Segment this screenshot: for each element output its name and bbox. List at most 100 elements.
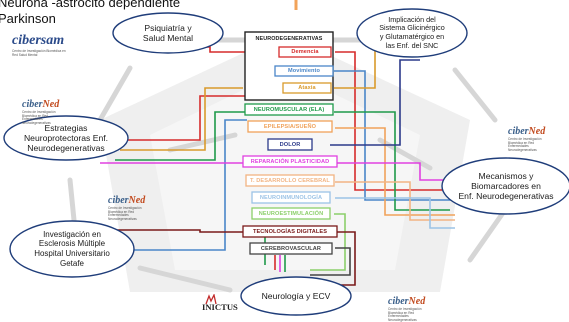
arrow-upper-right	[452, 67, 498, 123]
cibernet-logo-prefix: ciber	[508, 126, 529, 137]
ellipse-psiquiatria	[112, 12, 224, 54]
header-text: Neurona -astrocito dependiente Parkinson	[0, 0, 180, 27]
pill-label-cerebrovascular: CEREBROVASCULAR	[260, 245, 322, 252]
ellipse-line: Neuroprotectoras Enf.	[23, 133, 109, 143]
pill-box-epilepsia	[247, 120, 333, 133]
pill-label-neuromuscular: NEUROMUSCULAR (ELA)	[253, 106, 325, 113]
pill-box-desarrollo	[245, 174, 335, 187]
pill-label-neuroestimulacion: NEUROESTIMULACIÓN	[258, 210, 324, 217]
line-neuromuscular-2	[115, 111, 246, 161]
ellipse-line: Sistema Glicinérgico	[379, 23, 445, 33]
cibernet-logo-sub-line: Centro de Investigación Biomédica en Red	[388, 307, 422, 315]
cibernet-logo-suffix: Ned	[528, 126, 546, 137]
cibernet-logo-sub-line: Neurodegenerativas	[108, 216, 137, 221]
ellipse-neurologia	[240, 276, 352, 316]
pill-label-epilepsia: EPILEPSIA/SUEÑO	[263, 123, 317, 130]
pill-box-cerebrovascular	[249, 242, 333, 255]
ellipse-esclerosis	[9, 220, 135, 278]
ellipse-line: Enf. Neurodegenerativas	[458, 191, 554, 201]
ellipse-estrategias	[3, 115, 129, 161]
cibernet-logo-sub-line: Enfermedades	[388, 314, 409, 319]
cibersam-logo: cibersam	[12, 33, 65, 48]
line-demencia-3	[120, 95, 247, 141]
ellipse-line: Salud Mental	[142, 33, 194, 43]
backdrop-inner-shape	[150, 70, 420, 270]
ellipse-label-neurologia: Neurología y ECV	[244, 286, 348, 306]
ellipse-line: Neurodegenerativas	[27, 143, 105, 153]
arrow-upper-left	[97, 65, 133, 123]
cibernet-logo-prefix: ciber	[388, 296, 409, 307]
line-dolor	[330, 59, 420, 146]
pill-label-reparacion: REPARACIÓN PLASTICIDAD	[250, 158, 330, 165]
line-neuroestimulacion	[310, 213, 346, 271]
cibernet-logo-sub-line: Enfermedades	[22, 117, 43, 122]
cibernet-logo-sub-line: Enfermedades	[508, 144, 529, 149]
line-desarrollo	[335, 181, 455, 221]
cibernet-logo-sub-line: Neurodegenerativas	[508, 147, 537, 152]
line-ataxia-2	[120, 87, 243, 151]
line-tecnologias-2	[100, 229, 245, 233]
arrow-right	[467, 207, 508, 263]
ellipse-line: Mecanismos y	[478, 171, 534, 181]
pill-box-tecnologias	[242, 225, 338, 238]
pill-label-ataxia: Ataxia	[298, 85, 316, 91]
cibernet-logo-prefix: ciber	[22, 99, 43, 110]
header-line-1: Neurona -astrocito dependiente	[0, 0, 181, 10]
ellipse-line: Estrategias	[44, 123, 88, 133]
cibernet-logo-sub-line: Enfermedades	[108, 213, 129, 218]
cibernet-logo-suffix: Ned	[408, 296, 426, 307]
pill-box-reparacion	[242, 155, 338, 168]
ellipse-line: Getafe	[59, 258, 84, 268]
pill-box-demencia	[278, 46, 332, 58]
cibernet-logo-sub-line: Centro de Investigación Biomédica en Red	[22, 110, 56, 118]
inictus-logo: INICTUS	[202, 302, 238, 312]
ellipse-line: Neurología y ECV	[261, 291, 331, 301]
cibernet-logo-sub: Centro de Investigación Biomédica en Red…	[388, 307, 436, 322]
line-demencia-2	[335, 51, 455, 191]
cibernet-logo-name: ciberNed	[388, 297, 425, 307]
line-neuroinmunologia	[335, 197, 455, 229]
pill-box-dolor	[267, 138, 313, 151]
cibernet-logo-name: ciberNed	[508, 127, 545, 137]
ellipse-line: y Glutamatérgico en	[379, 32, 445, 41]
topic-pills	[242, 46, 338, 255]
pill-label-desarrollo: T. DESARROLLO CEREBRAL	[250, 177, 330, 184]
inictus-mark-icon	[205, 294, 217, 305]
pill-label-demencia: Demencia	[291, 49, 319, 55]
line-reparacion-2	[335, 162, 455, 181]
cibernet-logo-suffix: Ned	[128, 195, 146, 206]
ellipse-line: Implicación del	[388, 14, 436, 24]
header-line-2: Parkinson	[0, 11, 56, 26]
ellipse-line: Esclerosis Múltiple	[38, 239, 106, 249]
cibernet-logo-sub-line: Centro de Investigación Biomédica en Red	[508, 137, 542, 145]
pill-box-neuromuscular	[244, 103, 334, 116]
arrow-lower-left	[137, 265, 233, 293]
cibernet-logo-sub: Centro de Investigación Biomédica en Red…	[22, 110, 70, 125]
ellipse-glicinergico	[356, 8, 468, 58]
ellipse-label-lines: Neurología y ECV	[262, 291, 331, 301]
cibernet-logo-sub-line: Neurodegenerativas	[22, 120, 51, 125]
ellipse-line: Biomarcadores en	[471, 181, 541, 191]
ellipse-mecanismos	[441, 157, 569, 215]
ellipse-shapes	[3, 8, 569, 316]
arrow-mid-left	[167, 132, 238, 153]
neurodegenerativas-title: NEURODEGENERATIVAS	[255, 36, 323, 42]
line-cerebrovascular	[310, 247, 351, 276]
cibernet-logo-suffix: Ned	[42, 99, 60, 110]
pill-box-movimiento	[274, 65, 334, 77]
ellipse-line: Investigación en	[43, 229, 101, 239]
ellipse-line: Hospital Universitario	[34, 249, 110, 258]
